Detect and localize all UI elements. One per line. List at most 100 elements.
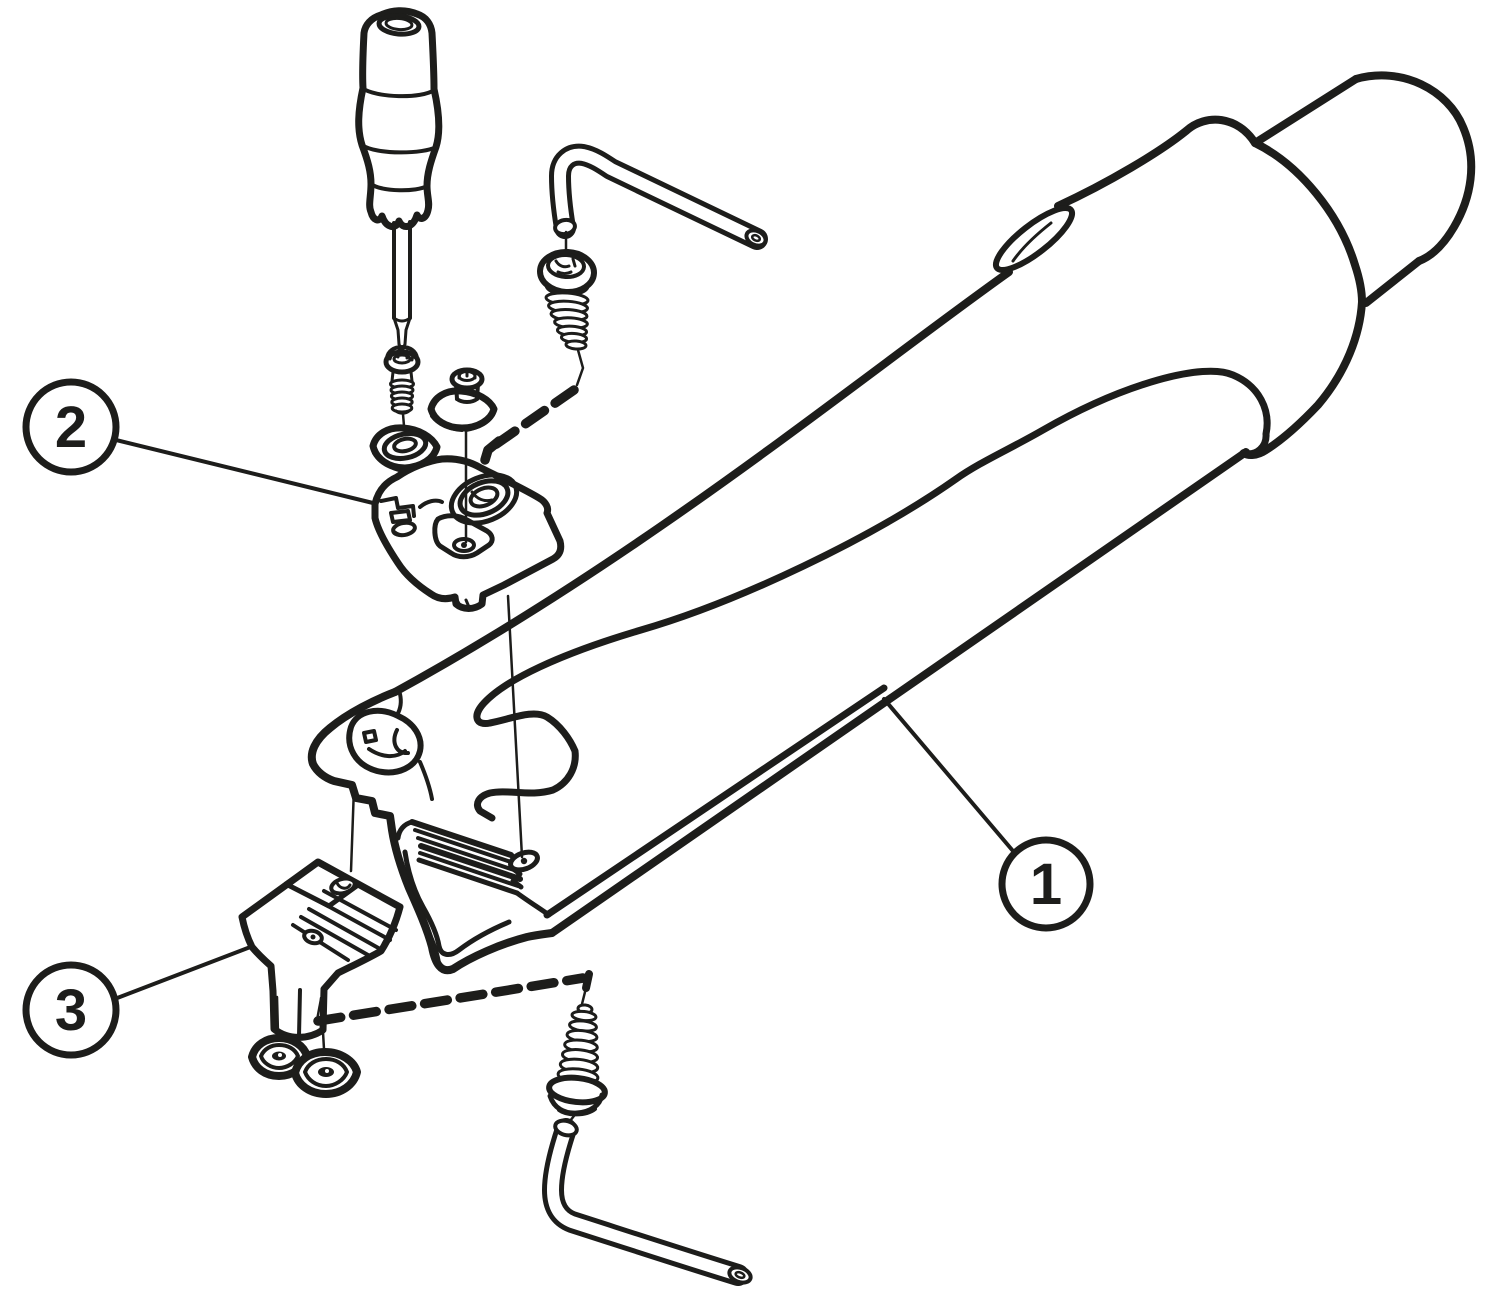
- rail-serration-line: [416, 836, 519, 873]
- hex-key-end: [744, 228, 768, 248]
- screw-thread: [564, 339, 588, 351]
- cartridge-screw-upper: [537, 248, 597, 351]
- insert-thickness-line: [407, 451, 438, 472]
- screw-head-crown: [385, 345, 419, 360]
- screw-base-arc: [455, 397, 479, 404]
- lower-cartridge-top-hole-slot: [335, 881, 352, 890]
- insert-inner-contour: [259, 1043, 300, 1070]
- upper-cartridge: [371, 455, 565, 612]
- screw-neck: [390, 370, 414, 383]
- insert-thickness-line: [464, 413, 495, 432]
- shank-top-edge: [1251, 75, 1360, 147]
- callout-2: 2: [22, 378, 375, 505]
- body-bottom-edge: [548, 448, 1250, 937]
- body-bottom-inner-edge: [543, 684, 888, 919]
- screwdriver-tip: [397, 342, 407, 354]
- insert-hole-inner: [392, 436, 418, 454]
- rail-serration-line: [413, 828, 516, 865]
- flute-boundary: [473, 367, 1271, 822]
- tool-body: [307, 71, 1476, 975]
- beak-inner-line: [426, 928, 441, 966]
- screw-head: [546, 1074, 608, 1106]
- insert-screw: [383, 345, 421, 415]
- hex-key-body: [542, 1118, 749, 1286]
- insert-mounted-screw: [449, 367, 485, 404]
- screw-torx-marks: [388, 348, 415, 362]
- screw-head-top: [546, 252, 586, 280]
- rail-face-bottom: [416, 857, 520, 896]
- hex-key-end: [727, 1265, 753, 1285]
- screw-hole-rim: [448, 472, 520, 526]
- coolant-hole-inner-arc: [1011, 221, 1053, 263]
- hex-key-body-inner: [554, 148, 763, 245]
- head-outline: [307, 688, 556, 975]
- assembly-dashed-line-lower: [313, 973, 588, 1026]
- leader-screw-to-insert: [401, 412, 406, 428]
- screw-torx-marks: [554, 257, 577, 275]
- upper-cartridge-tab-teeth: [455, 598, 471, 609]
- upper-insert-left: [369, 424, 441, 473]
- serration-line: [299, 915, 370, 957]
- upper-cartridge-boss: [432, 513, 495, 560]
- collar-right-edge: [1240, 139, 1366, 459]
- shank-end-cap: [1352, 71, 1476, 265]
- shank-bottom-edge: [1362, 257, 1423, 307]
- handle-ring: [360, 143, 438, 155]
- callout-1-leader: [882, 697, 1015, 853]
- insert-center-dot: [325, 1069, 329, 1073]
- nozzle-stem-line: [395, 692, 403, 717]
- upper-insert-right: [427, 367, 498, 432]
- upper-cartridge-pocket-steps: [379, 496, 416, 518]
- callout-3-label: 3: [55, 978, 87, 1043]
- rail-face-line: [418, 851, 520, 888]
- callout-1-label: 1: [1030, 852, 1062, 917]
- callout-2-label: 2: [55, 395, 87, 460]
- handle-top-inner: [384, 16, 414, 32]
- upper-cartridge-pocket-slot: [389, 509, 412, 524]
- screw-hole-outer: [457, 478, 511, 518]
- callout-3-leader: [110, 944, 255, 1002]
- lower-cartridge-leg-line: [297, 988, 302, 1038]
- serration-line: [315, 898, 392, 942]
- lower-insert-right: [291, 1048, 361, 1098]
- rail-back-edge: [409, 819, 514, 858]
- hex-key-end-bore: [734, 1270, 746, 1280]
- lower-cartridge-side-hole-dot: [310, 934, 316, 940]
- hex-key-end-bore: [750, 233, 762, 243]
- screw-torx-marks: [457, 368, 477, 380]
- screwdriver-shaft: [392, 220, 412, 320]
- serration-line: [322, 889, 398, 932]
- upper-cartridge-notch: [418, 498, 444, 509]
- nozzle-square-hole: [362, 729, 378, 744]
- pocket-serrated-rail: [395, 819, 552, 918]
- assembly-dashed-line-upper: [490, 385, 579, 450]
- leader-screw-to-dash: [575, 348, 585, 387]
- hex-key-tip: [553, 1118, 579, 1138]
- nozzle-comma-line: [392, 728, 410, 756]
- hex-key-upper: [549, 143, 768, 250]
- handle-ring: [369, 182, 429, 193]
- hex-key-body-inner: [547, 1123, 744, 1281]
- screw-head-recess: [392, 353, 412, 365]
- callout-3: 3: [22, 944, 255, 1059]
- cartridge-screw-lower: [546, 1003, 608, 1117]
- screwdriver-handle: [355, 7, 443, 231]
- insert-thickness-line: [372, 451, 406, 473]
- serration-line: [307, 907, 384, 952]
- insert-center-dot: [278, 1053, 282, 1057]
- lower-cartridge: [238, 858, 404, 1041]
- callout-2-leader: [110, 437, 375, 505]
- nozzle-tail-line: [418, 760, 434, 801]
- leader-cartridge2-to-pocket: [506, 594, 524, 859]
- boss-screw-hole-dot: [461, 542, 467, 548]
- collar-top-arc: [1054, 115, 1259, 210]
- assembly-dash-end-bend: [480, 436, 504, 465]
- assembly-dash-right-bend: [582, 970, 593, 992]
- screw-hole-inner: [468, 485, 500, 509]
- rail-screw-hole-dot: [520, 857, 528, 865]
- insert-hole-outer: [381, 430, 429, 462]
- hex-key-lower: [542, 1118, 753, 1286]
- rail-to-edge-fillet: [514, 890, 552, 918]
- torx-screwdriver: [355, 7, 443, 354]
